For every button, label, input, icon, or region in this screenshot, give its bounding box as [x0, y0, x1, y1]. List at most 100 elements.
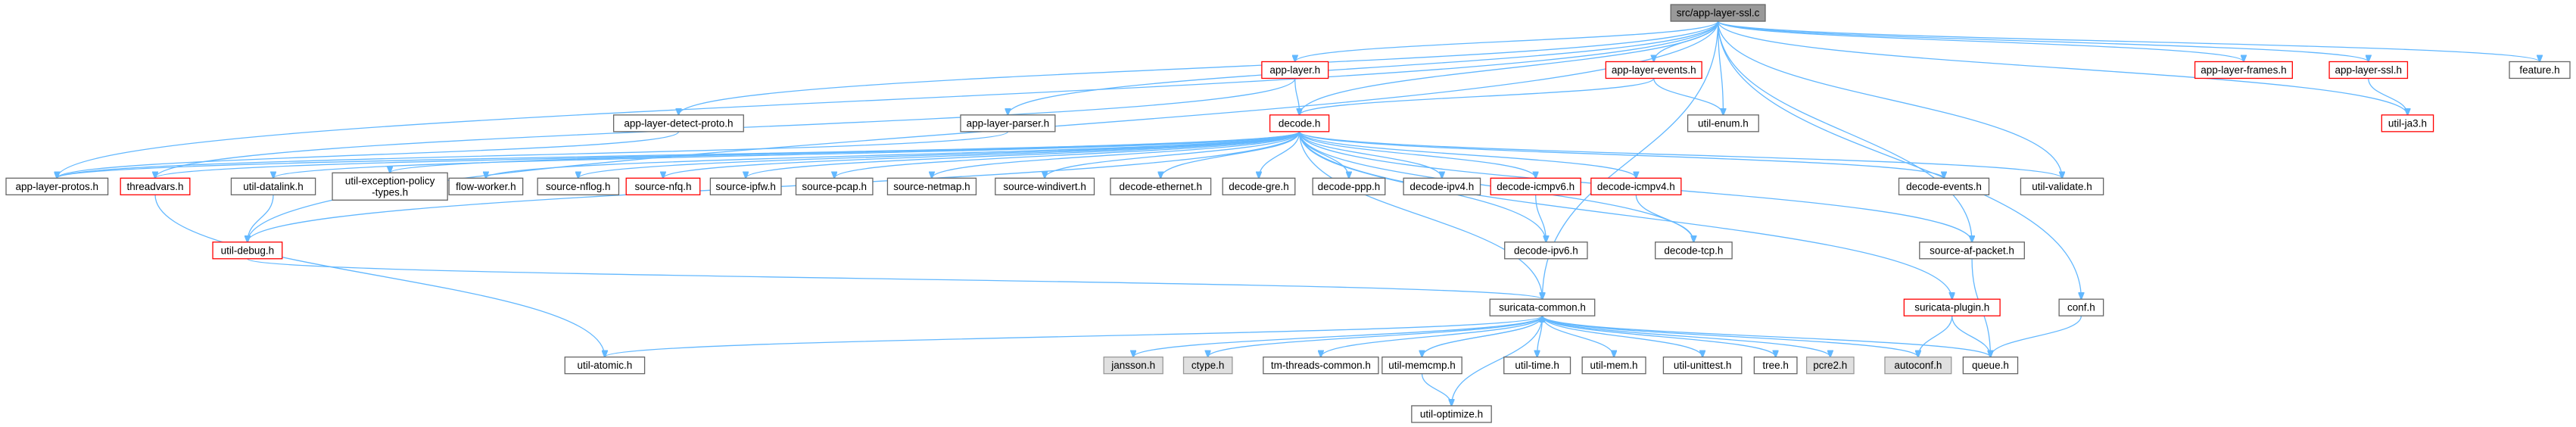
node-decppp[interactable]: decode-ppp.h	[1312, 177, 1386, 195]
edge-decode-to-decicmpv4	[1298, 131, 1637, 178]
edge-utildebug-to-suricommon	[247, 258, 1543, 299]
node-ctype[interactable]: ctype.h	[1182, 356, 1233, 375]
node-srcnetmap[interactable]: source-netmap.h	[886, 177, 977, 195]
node-box-pcre2	[1805, 356, 1855, 375]
node-pcre2[interactable]: pcre2.h	[1805, 356, 1855, 375]
node-root[interactable]: src/app-layer-ssl.c	[1670, 4, 1766, 22]
node-utilmemcmp[interactable]: util-memcmp.h	[1381, 356, 1462, 375]
node-box-alparser	[960, 114, 1056, 132]
node-label-decppp: decode-ppp.h	[1318, 181, 1381, 192]
node-srcwindivert[interactable]: source-windivert.h	[995, 177, 1095, 195]
edge-root-to-utilenum	[1717, 21, 1724, 115]
edge-utilmemcmp-to-utiloptimize	[1421, 373, 1452, 406]
node-box-utilexc	[332, 172, 448, 201]
node-box-decgre	[1222, 177, 1296, 195]
node-box-utilunittest	[1662, 356, 1743, 375]
node-decipv6[interactable]: decode-ipv6.h	[1504, 242, 1588, 260]
edge-suricommon-to-pcre2	[1541, 315, 1830, 357]
node-utilexc[interactable]: util-exception-policy-types.h	[332, 172, 448, 201]
node-detectproto[interactable]: app-layer-detect-proto.h	[612, 114, 744, 132]
node-alevents[interactable]: app-layer-events.h	[1605, 61, 1702, 79]
edge-decode-to-srcipfw	[746, 131, 1300, 178]
node-box-alframes	[2194, 61, 2293, 79]
node-label-utilexc: -types.h	[372, 186, 408, 198]
node-label-utilatomic: util-atomic.h	[578, 360, 633, 371]
node-suricommon[interactable]: suricata-common.h	[1489, 298, 1596, 316]
node-feature[interactable]: feature.h	[2509, 61, 2571, 79]
node-decicmpv4[interactable]: decode-icmpv4.h	[1590, 177, 1682, 195]
node-box-conf	[2058, 298, 2104, 316]
node-threadvars[interactable]: threadvars.h	[120, 177, 191, 195]
edge-decode-to-decgre	[1259, 131, 1300, 178]
edge-decicmpv4-to-dectcp	[1635, 195, 1693, 242]
node-label-utilexc: util-exception-policy	[345, 175, 435, 186]
node-utilatomic[interactable]: util-atomic.h	[564, 356, 646, 375]
node-dectcp[interactable]: decode-tcp.h	[1655, 242, 1733, 260]
node-box-root	[1670, 4, 1766, 22]
node-utilunittest[interactable]: util-unittest.h	[1662, 356, 1743, 375]
node-alparser[interactable]: app-layer-parser.h	[960, 114, 1056, 132]
node-decipv4[interactable]: decode-ipv4.h	[1403, 177, 1481, 195]
node-box-decipv4	[1403, 177, 1481, 195]
node-srcnfq[interactable]: source-nfq.h	[625, 177, 701, 195]
node-tmthreads[interactable]: tm-threads-common.h	[1263, 356, 1379, 375]
node-decgre[interactable]: decode-gre.h	[1222, 177, 1296, 195]
node-autoconf[interactable]: autoconf.h	[1884, 356, 1952, 375]
node-decode[interactable]: decode.h	[1269, 114, 1330, 132]
edge-alevents-to-decode	[1300, 77, 1655, 114]
node-utilmem[interactable]: util-mem.h	[1581, 356, 1646, 375]
node-flowworker[interactable]: flow-worker.h	[448, 177, 524, 195]
node-tree[interactable]: tree.h	[1753, 356, 1798, 375]
node-box-utilatomic	[564, 356, 646, 375]
node-queue[interactable]: queue.h	[1962, 356, 2019, 375]
edge-suricommon-to-utilatomic	[605, 315, 1543, 357]
node-alframes[interactable]: app-layer-frames.h	[2194, 61, 2293, 79]
node-jansson[interactable]: jansson.h	[1103, 356, 1163, 375]
node-utildatalink[interactable]: util-datalink.h	[230, 177, 316, 195]
node-srcafpacket[interactable]: source-af-packet.h	[1919, 242, 2025, 260]
node-srcpcap[interactable]: source-pcap.h	[795, 177, 874, 195]
node-srcipfw[interactable]: source-ipfw.h	[709, 177, 782, 195]
node-box-utilvalidate	[2020, 177, 2104, 195]
node-utilvalidate[interactable]: util-validate.h	[2020, 177, 2104, 195]
edge-root-to-utilja3	[1717, 20, 2408, 115]
node-suriplugin[interactable]: suricata-plugin.h	[1903, 298, 2001, 316]
edge-suricommon-to-autoconf	[1541, 315, 1917, 357]
node-box-alprotos	[5, 177, 109, 195]
node-box-decppp	[1312, 177, 1386, 195]
node-alssl[interactable]: app-layer-ssl.h	[2328, 61, 2409, 79]
node-utilja3[interactable]: util-ja3.h	[2381, 114, 2434, 132]
edge-root-to-utilvalidate	[1717, 21, 2062, 178]
node-box-applayer	[1261, 61, 1329, 79]
node-alprotos[interactable]: app-layer-protos.h	[5, 177, 109, 195]
node-box-utildatalink	[230, 177, 316, 195]
node-label-applayer: app-layer.h	[1269, 64, 1320, 76]
node-applayer[interactable]: app-layer.h	[1261, 61, 1329, 79]
node-utilenum[interactable]: util-enum.h	[1687, 114, 1759, 132]
node-box-srcipfw	[709, 177, 782, 195]
node-label-utilmemcmp: util-memcmp.h	[1388, 360, 1456, 371]
node-label-tree: tree.h	[1762, 360, 1789, 371]
node-utiloptimize[interactable]: util-optimize.h	[1411, 405, 1492, 423]
node-label-srcwindivert: source-windivert.h	[1003, 181, 1086, 192]
edge-applayer-to-decode	[1294, 78, 1300, 114]
node-box-decether	[1110, 177, 1212, 195]
node-label-ctype: ctype.h	[1191, 360, 1225, 371]
node-box-utildebug	[212, 242, 283, 260]
node-box-utilja3	[2381, 114, 2434, 132]
node-label-autoconf: autoconf.h	[1894, 360, 1942, 371]
node-box-utiloptimize	[1411, 405, 1492, 423]
edge-decode-to-decicmpv6	[1298, 131, 1536, 178]
node-srcnflog[interactable]: source-nflog.h	[537, 177, 620, 195]
node-utildebug[interactable]: util-debug.h	[212, 242, 283, 260]
node-decicmpv6[interactable]: decode-icmpv6.h	[1490, 177, 1581, 195]
node-label-detectproto: app-layer-detect-proto.h	[624, 117, 733, 129]
node-label-utiloptimize: util-optimize.h	[1420, 409, 1483, 420]
node-utiltime[interactable]: util-time.h	[1503, 356, 1571, 375]
node-decevents[interactable]: decode-events.h	[1898, 177, 1990, 195]
node-label-decipv6: decode-ipv6.h	[1514, 245, 1578, 256]
node-label-decgre: decode-gre.h	[1229, 181, 1289, 192]
node-label-srcpcap: source-pcap.h	[802, 181, 867, 192]
node-conf[interactable]: conf.h	[2058, 298, 2104, 316]
node-decether[interactable]: decode-ethernet.h	[1110, 177, 1212, 195]
